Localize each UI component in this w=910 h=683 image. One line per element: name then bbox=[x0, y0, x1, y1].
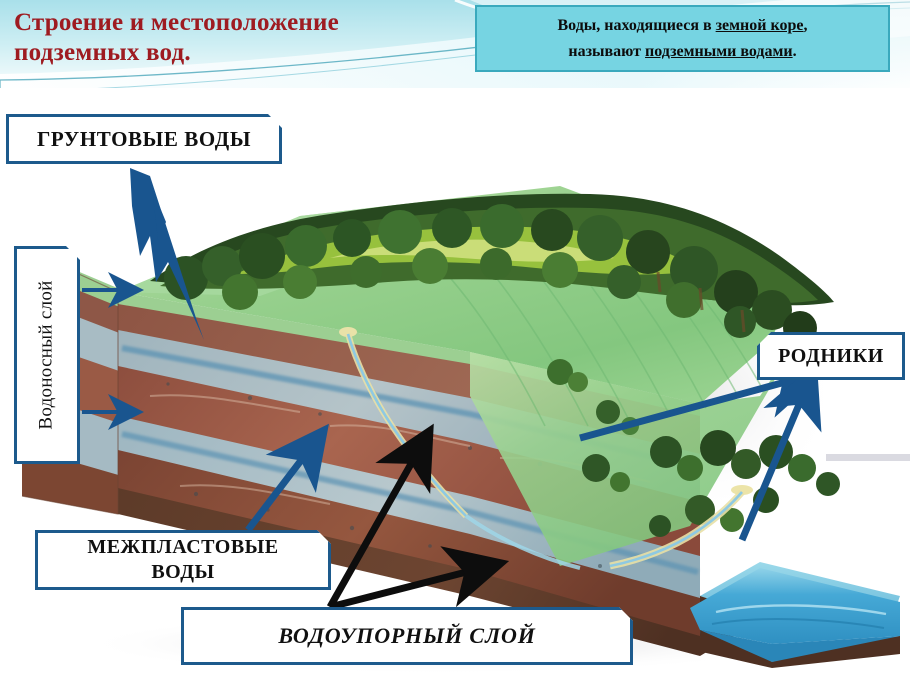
definition-line1-post: , bbox=[803, 16, 808, 34]
river-shade-line bbox=[711, 618, 885, 629]
image-artifact-band bbox=[826, 454, 910, 461]
definition-callout: Воды, находящиеся в земной коре, называю… bbox=[475, 5, 890, 72]
definition-term-crust: земной коре bbox=[715, 16, 804, 34]
river bbox=[690, 562, 900, 668]
stream-confluence bbox=[464, 514, 581, 570]
label-aquifer-text: Водоносный слой bbox=[36, 280, 57, 430]
forest-canopy bbox=[150, 193, 834, 345]
page-title-line1: Строение и местоположение bbox=[14, 9, 339, 36]
river-bed-soil bbox=[700, 630, 900, 668]
label-springs-text: РОДНИКИ bbox=[778, 344, 884, 367]
definition-line-2: называют подземными водами. bbox=[568, 39, 796, 65]
definition-line2-pre: называют bbox=[568, 42, 646, 60]
meadow-slope-lower bbox=[470, 336, 800, 566]
label-interstratal-water[interactable]: МЕЖПЛАСТОВЫЕ ВОДЫ bbox=[35, 530, 331, 590]
label-springs[interactable]: РОДНИКИ bbox=[757, 332, 905, 380]
spring-source-left bbox=[339, 327, 357, 337]
water-seam-lower bbox=[121, 431, 699, 575]
label-interstratal-line2: ВОДЫ bbox=[151, 561, 215, 583]
definition-term-groundwater: подземными водами bbox=[645, 42, 793, 60]
label-groundwater-text: ГРУНТОВЫЕ ВОДЫ bbox=[36, 126, 252, 151]
tree-trunks bbox=[656, 271, 746, 333]
definition-line-1: Воды, находящиеся в земной коре, bbox=[558, 13, 808, 39]
definition-line2-post: . bbox=[792, 42, 797, 60]
river-highlight bbox=[715, 604, 887, 616]
definition-line1-pre: Воды, находящиеся в bbox=[557, 16, 716, 34]
label-aquiclude-text: ВОДОУПОРНЫЙ СЛОЙ bbox=[278, 623, 536, 648]
geology-block-diagram bbox=[0, 96, 910, 683]
page-title-line2: подземных вод. bbox=[14, 39, 191, 66]
label-groundwater[interactable]: ГРУНТОВЫЕ ВОДЫ bbox=[6, 114, 282, 164]
page-title: Строение и местоположение подземных вод. bbox=[14, 8, 434, 68]
turf-edge bbox=[118, 292, 700, 416]
label-aquiclude[interactable]: ВОДОУПОРНЫЙ СЛОЙ bbox=[181, 607, 633, 665]
block-diagram-graphic bbox=[21, 186, 910, 674]
label-interstratal-line1: МЕЖПЛАСТОВЫЕ bbox=[87, 536, 279, 558]
label-aquifer[interactable]: Водоносный слой bbox=[14, 246, 80, 464]
stream-water-right bbox=[609, 491, 743, 568]
